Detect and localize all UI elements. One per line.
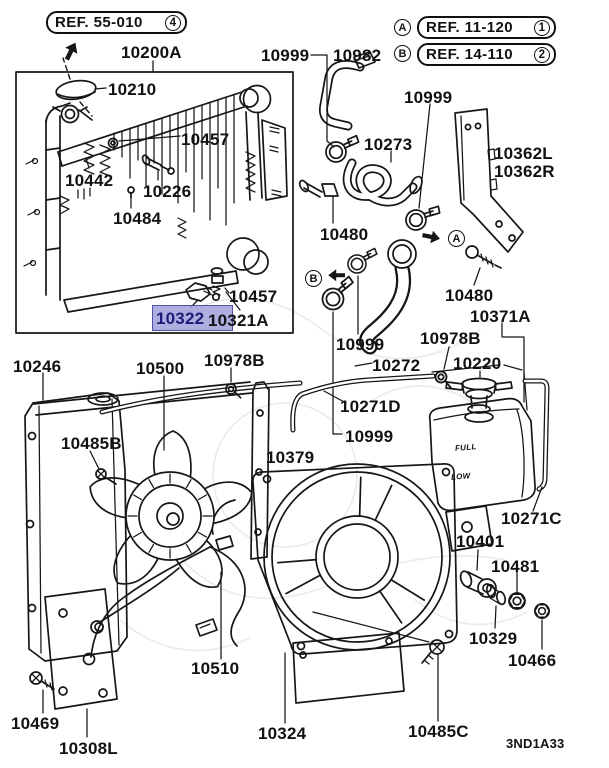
part-label-10200a[interactable]: 10200A [121, 43, 182, 62]
part-label-10978b-2[interactable]: 10978B [420, 329, 481, 348]
part-label-10220[interactable]: 10220 [453, 354, 502, 373]
bolt-10480-right [465, 245, 502, 286]
ref-box-55-010[interactable]: REF. 55-010 4 [46, 11, 187, 34]
part-label-10226[interactable]: 10226 [143, 182, 192, 201]
part-label-10324[interactable]: 10324 [258, 724, 307, 743]
upper-hose-group [298, 51, 443, 236]
part-label-10999-3[interactable]: 10999 [336, 335, 385, 354]
part-label-10210[interactable]: 10210 [108, 80, 157, 99]
inset-radiator-box [15, 71, 294, 334]
part-label-10322[interactable]: 10322 [156, 309, 205, 328]
tank-mark-low: LOW [450, 471, 471, 482]
part-label-10999-2[interactable]: 10999 [404, 88, 453, 107]
part-label-10362l[interactable]: 10362L [494, 144, 553, 163]
ref-box-14-110-text: REF. 14-110 [426, 46, 513, 63]
part-label-10362r[interactable]: 10362R [494, 162, 555, 181]
ref-box-14-110[interactable]: REF. 14-110 2 [417, 43, 556, 66]
wiring-group [29, 546, 246, 738]
part-label-10273[interactable]: 10273 [364, 135, 413, 154]
radiator-small-parts [85, 60, 241, 311]
part-label-10480-2[interactable]: 10480 [445, 286, 494, 305]
tank-mark-full: FULL [454, 442, 477, 453]
fastener-group [459, 549, 550, 650]
part-label-10308l[interactable]: 10308L [59, 739, 118, 758]
part-label-10480-1[interactable]: 10480 [320, 225, 369, 244]
bracket-10362 [454, 108, 524, 253]
part-label-10978b-1[interactable]: 10978B [204, 351, 265, 370]
ref-box-55-010-number: 4 [165, 14, 181, 31]
marker-b-ref: B [394, 45, 411, 62]
ref-box-11-120-number: 1 [534, 19, 550, 36]
marker-a-ref: A [394, 19, 411, 36]
reservoir-group [428, 322, 550, 552]
part-label-10466[interactable]: 10466 [508, 651, 557, 670]
part-label-10321a[interactable]: 10321A [208, 311, 269, 330]
part-label-10271c[interactable]: 10271C [501, 509, 562, 528]
part-label-10510[interactable]: 10510 [191, 659, 240, 678]
part-label-10271d[interactable]: 10271D [340, 397, 401, 416]
part-label-10999-4[interactable]: 10999 [345, 427, 394, 446]
marker-b-diagram: B [305, 270, 322, 287]
highlight-10322 [152, 305, 233, 331]
thermostat-group [318, 245, 379, 435]
shroud-group [252, 463, 458, 724]
part-label-10481[interactable]: 10481 [491, 557, 540, 576]
part-label-10329[interactable]: 10329 [469, 629, 518, 648]
part-label-10272[interactable]: 10272 [372, 356, 421, 375]
part-label-10401[interactable]: 10401 [456, 532, 505, 551]
part-label-10371a[interactable]: 10371A [470, 307, 531, 326]
part-label-10484[interactable]: 10484 [113, 209, 162, 228]
ref-box-55-010-text: REF. 55-010 [55, 14, 143, 31]
diagram-code: 3ND1A33 [506, 736, 565, 751]
hose-10271d [290, 346, 452, 433]
part-label-10982[interactable]: 10982 [333, 46, 382, 65]
fan-group [89, 375, 253, 588]
part-label-10457-1[interactable]: 10457 [181, 130, 230, 149]
part-label-10379[interactable]: 10379 [266, 448, 315, 467]
hose-10272 [354, 239, 417, 367]
part-label-10999-1[interactable]: 10999 [261, 46, 310, 65]
ref-box-14-110-number: 2 [534, 46, 550, 63]
part-label-10485b[interactable]: 10485B [61, 434, 122, 453]
part-label-10469[interactable]: 10469 [11, 714, 60, 733]
part-label-10457-2[interactable]: 10457 [229, 287, 278, 306]
radiator-assembly [23, 57, 288, 313]
part-label-10500[interactable]: 10500 [136, 359, 185, 378]
part-label-10485c[interactable]: 10485C [408, 722, 469, 741]
part-label-10246[interactable]: 10246 [13, 357, 62, 376]
part-label-10442[interactable]: 10442 [65, 171, 114, 190]
marker-a-diagram: A [448, 230, 465, 247]
ref-box-11-120-text: REF. 11-120 [426, 19, 513, 36]
ref-box-11-120[interactable]: REF. 11-120 1 [417, 16, 556, 39]
